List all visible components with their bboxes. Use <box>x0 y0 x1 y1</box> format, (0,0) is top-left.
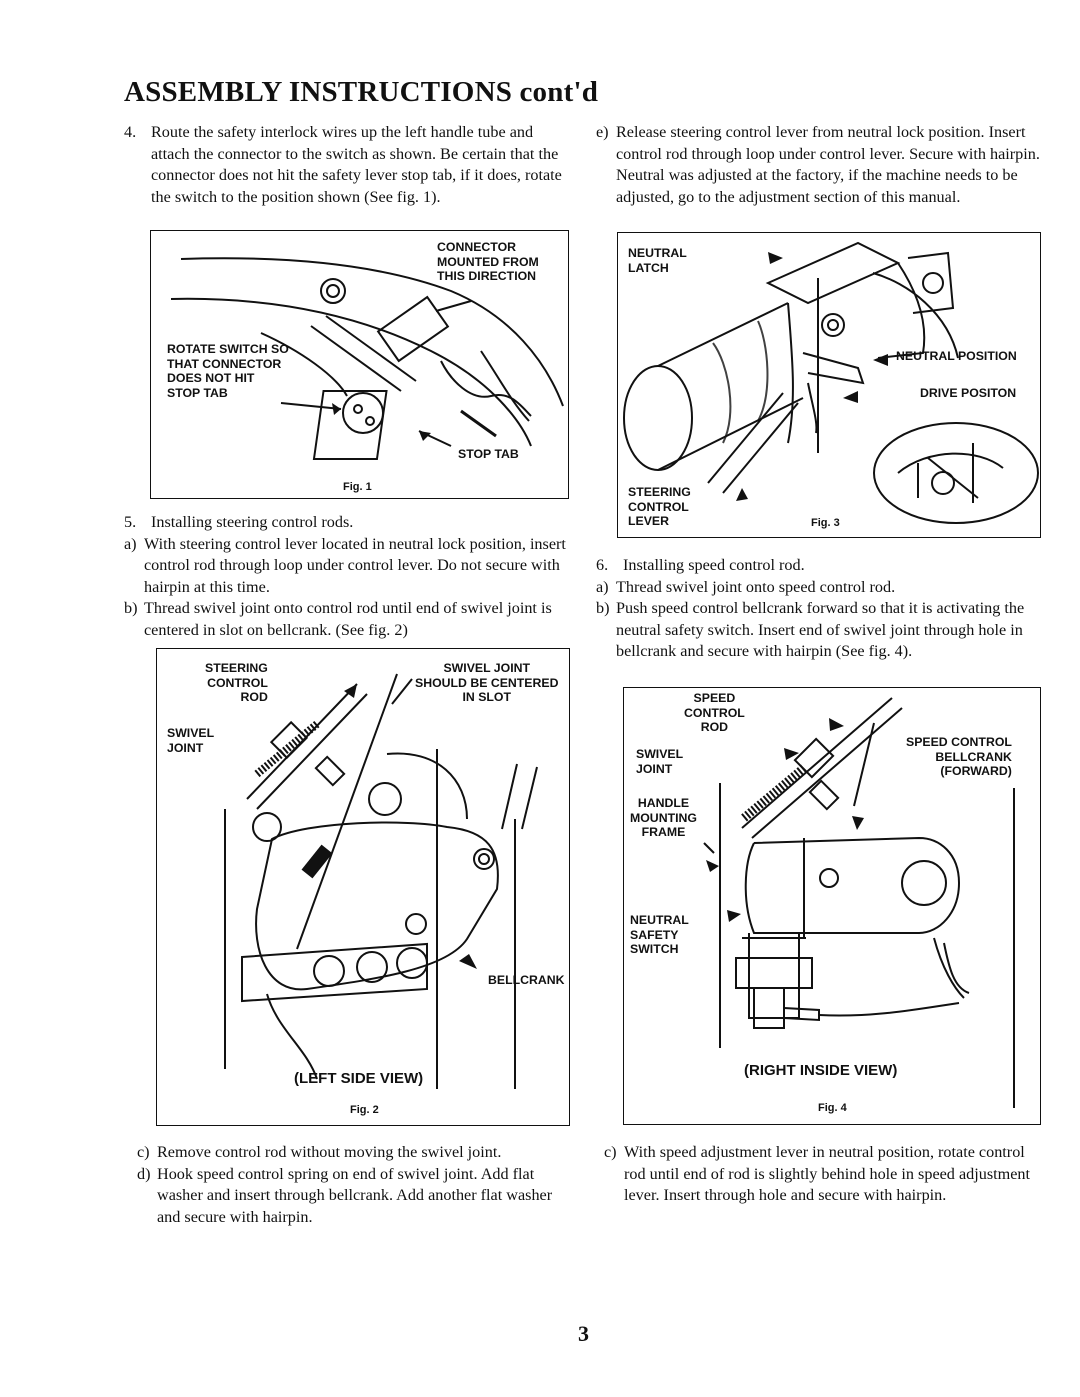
instruction-step-6: 6. Installing speed control rod. a) Thre… <box>596 555 1040 663</box>
step-text: Installing steering control rods. <box>151 513 354 531</box>
substep-text: Thread swivel joint onto speed control r… <box>616 577 896 596</box>
substep-text: Thread swivel joint onto control rod unt… <box>144 599 552 639</box>
label-speed-control-bellcrank: SPEED CONTROL BELLCRANK (FORWARD) <box>906 735 1012 779</box>
step-text: Installing speed control rod. <box>623 556 805 574</box>
substep-text: With speed adjustment lever in neutral p… <box>624 1143 1030 1205</box>
label-bellcrank: BELLCRANK <box>488 973 565 987</box>
right-inside-view-label: (RIGHT INSIDE VIEW) <box>744 1062 898 1079</box>
substep-letter: d) <box>137 1164 151 1183</box>
figure-3: NEUTRAL LATCH NEUTRAL POSITION DRIVE POS… <box>617 232 1041 538</box>
substep-letter: b) <box>124 599 138 618</box>
label-connector-direction: CONNECTOR MOUNTED FROM THIS DIRECTION <box>437 240 539 284</box>
instruction-step-6-continued: c) With speed adjustment lever in neutra… <box>604 1142 1044 1207</box>
label-neutral-position: NEUTRAL POSITION <box>896 349 1017 363</box>
figure-4: SPEED CONTROL ROD SWIVEL JOINT HANDLE MO… <box>623 687 1041 1125</box>
step-text: Route the safety interlock wires up the … <box>151 123 562 206</box>
step-number: 6. <box>596 556 609 574</box>
step-number: 4. <box>124 123 137 141</box>
instruction-step-e: e) Release steering control lever from n… <box>596 122 1040 208</box>
substep-text: Remove control rod without moving the sw… <box>157 1143 502 1161</box>
substep-letter: b) <box>596 599 610 618</box>
figure-2-caption: Fig. 2 <box>350 1104 379 1116</box>
figure-3-illustration <box>623 241 1039 524</box>
label-swivel-joint: SWIVEL JOINT <box>167 726 215 755</box>
step-number: 5. <box>124 513 137 531</box>
substep-text: With steering control lever located in n… <box>144 534 566 596</box>
figure-2-illustration <box>224 673 538 1089</box>
label-neutral-latch: NEUTRAL LATCH <box>628 246 687 275</box>
label-drive-position: DRIVE POSITON <box>920 386 1017 400</box>
left-side-view-label: (LEFT SIDE VIEW) <box>294 1070 424 1087</box>
instruction-step-5: 5. Installing steering control rods. a) … <box>124 512 569 642</box>
figure-1: CONNECTOR MOUNTED FROM THIS DIRECTION RO… <box>150 230 569 499</box>
label-speed-control-rod: SPEED CONTROL ROD <box>684 691 745 735</box>
substep-text: Release steering control lever from neut… <box>616 123 1040 206</box>
page-number: 3 <box>578 1321 589 1346</box>
instruction-step-4: 4. Route the safety interlock wires up t… <box>124 122 569 208</box>
label-stop-tab: STOP TAB <box>458 447 519 461</box>
substep-letter: e) <box>596 123 609 141</box>
substep-text: Push speed control bellcrank forward so … <box>616 599 1025 661</box>
figure-1-caption: Fig. 1 <box>343 481 372 493</box>
instruction-step-5-continued: c) Remove control rod without moving the… <box>137 1142 577 1228</box>
label-steering-control-rod: STEERING CONTROL ROD <box>205 661 268 705</box>
label-rotate-switch: ROTATE SWITCH SO THAT CONNECTOR DOES NOT… <box>167 342 289 400</box>
figure-3-caption: Fig. 3 <box>811 517 840 529</box>
substep-letter: c) <box>137 1143 150 1161</box>
substep-letter: a) <box>124 534 137 553</box>
label-handle-mounting-frame: HANDLE MOUNTING FRAME <box>630 796 697 840</box>
figure-2: STEERING CONTROL ROD SWIVEL JOINT SWIVEL… <box>156 648 570 1126</box>
figure-1-illustration <box>170 257 564 460</box>
substep-letter: c) <box>604 1143 617 1161</box>
figure-4-illustration <box>703 697 1015 1108</box>
substep-letter: a) <box>596 577 609 596</box>
label-swivel-centered: SWIVEL JOINT SHOULD BE CENTERED IN SLOT <box>415 661 559 705</box>
figure-4-caption: Fig. 4 <box>818 1102 847 1114</box>
page-title: ASSEMBLY INSTRUCTIONS cont'd <box>124 76 599 108</box>
substep-text: Hook speed control spring on end of swiv… <box>157 1164 553 1226</box>
label-steering-control-lever: STEERING CONTROL LEVER <box>628 485 691 529</box>
label-neutral-safety-switch: NEUTRAL SAFETY SWITCH <box>630 913 689 957</box>
label-swivel-joint: SWIVEL JOINT <box>636 747 684 776</box>
